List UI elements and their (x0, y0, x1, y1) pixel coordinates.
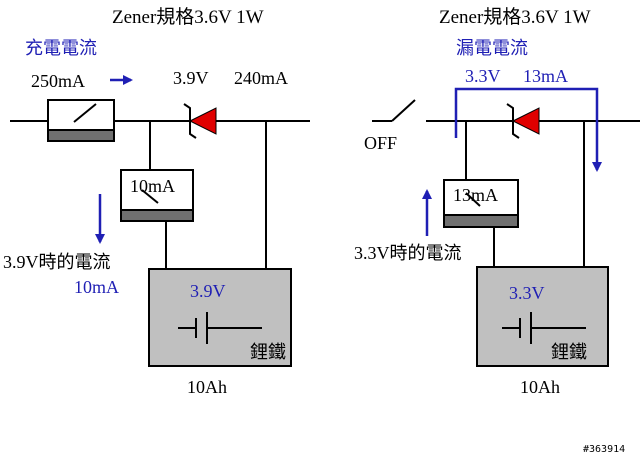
left-circuit: Zener規格3.6V 1W 充電電流 250mA 3.9V 240mA 10m… (3, 6, 310, 397)
right-switch-state: OFF (364, 133, 397, 153)
left-caption-line2: 10mA (74, 277, 119, 297)
right-leak-loop-icon (454, 87, 602, 172)
right-battery-chem: 鋰鐵 (551, 342, 587, 363)
left-charge-current: 250mA (31, 71, 85, 91)
right-loop-current: 13mA (523, 66, 568, 86)
right-meter-value: 13mA (453, 185, 498, 205)
left-caption-line1: 3.9V時的電流 (3, 252, 111, 272)
right-circuit: Zener規格3.6V 1W 漏電電流 3.3V 13mA OFF 13mA 3… (354, 6, 640, 397)
left-ammeter (120, 169, 194, 222)
right-ammeter (443, 179, 519, 228)
left-battery (148, 268, 292, 367)
battery-symbol-icon (502, 312, 586, 344)
left-zener-voltage: 3.9V (173, 68, 209, 88)
right-open-switch-icon (391, 99, 416, 122)
left-meter-value: 10mA (130, 176, 175, 196)
right-zener-diode-icon (506, 103, 540, 139)
watermark: #363914 (583, 444, 625, 455)
left-battery-chem: 鋰鐵 (250, 342, 286, 363)
left-battery-voltage: 3.9V (190, 281, 226, 301)
right-leak-label: 漏電電流 (456, 38, 528, 59)
right-caption: 3.3V時的電流 (354, 243, 462, 263)
left-charge-label: 充電電流 (25, 38, 97, 59)
right-battery-capacity: 10Ah (520, 377, 560, 397)
right-battery (476, 266, 609, 367)
left-zener-current: 240mA (234, 68, 288, 88)
left-battery-capacity: 10Ah (187, 377, 227, 397)
battery-symbol-icon (178, 312, 262, 344)
right-battery-voltage: 3.3V (509, 283, 545, 303)
left-spec-title: Zener規格3.6V 1W (112, 6, 264, 28)
left-switch (47, 99, 115, 142)
right-spec-title: Zener規格3.6V 1W (439, 6, 591, 28)
right-loop-voltage: 3.3V (465, 66, 501, 86)
left-zener-diode-icon (183, 103, 217, 139)
